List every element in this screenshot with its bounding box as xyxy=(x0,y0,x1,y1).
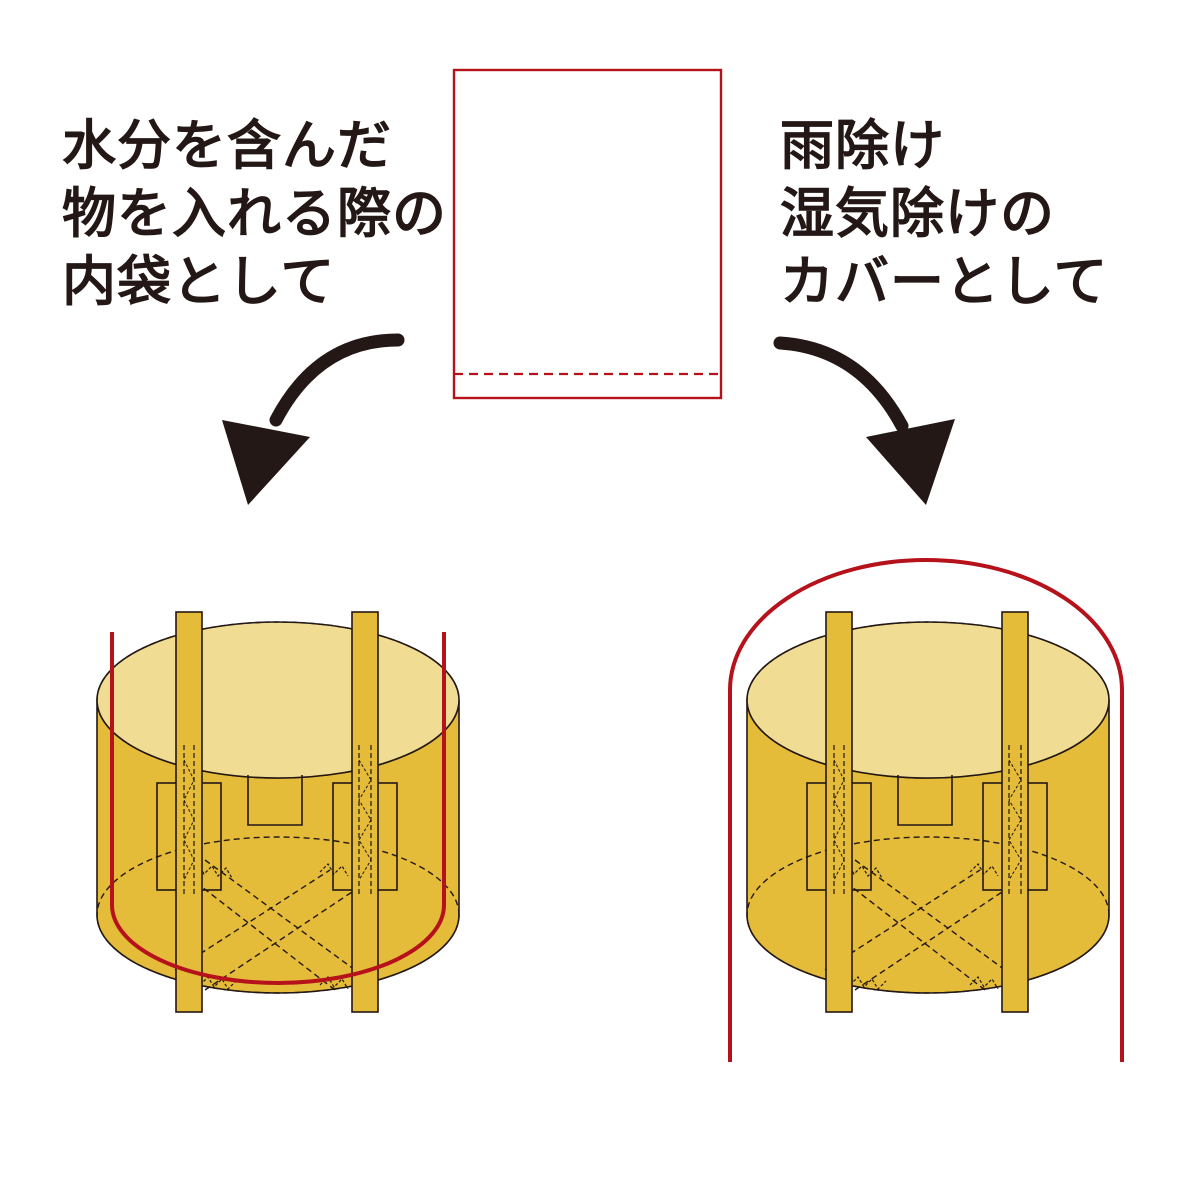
caption-cover: 雨除け 湿気除けの カバーとして xyxy=(780,114,1109,313)
curved-arrow-right-icon xyxy=(773,336,955,505)
flexible-container-bag-icon xyxy=(96,611,460,1013)
liner-bag-icon xyxy=(452,68,723,400)
caption-inner-bag: 水分を含んだ 物を入れる際の 内袋として xyxy=(62,114,447,313)
inner-liner-outline xyxy=(110,632,446,985)
curved-arrow-left-icon xyxy=(222,333,405,505)
cover-outline xyxy=(728,558,1124,1062)
flexible-container-bag-icon xyxy=(746,611,1110,1013)
